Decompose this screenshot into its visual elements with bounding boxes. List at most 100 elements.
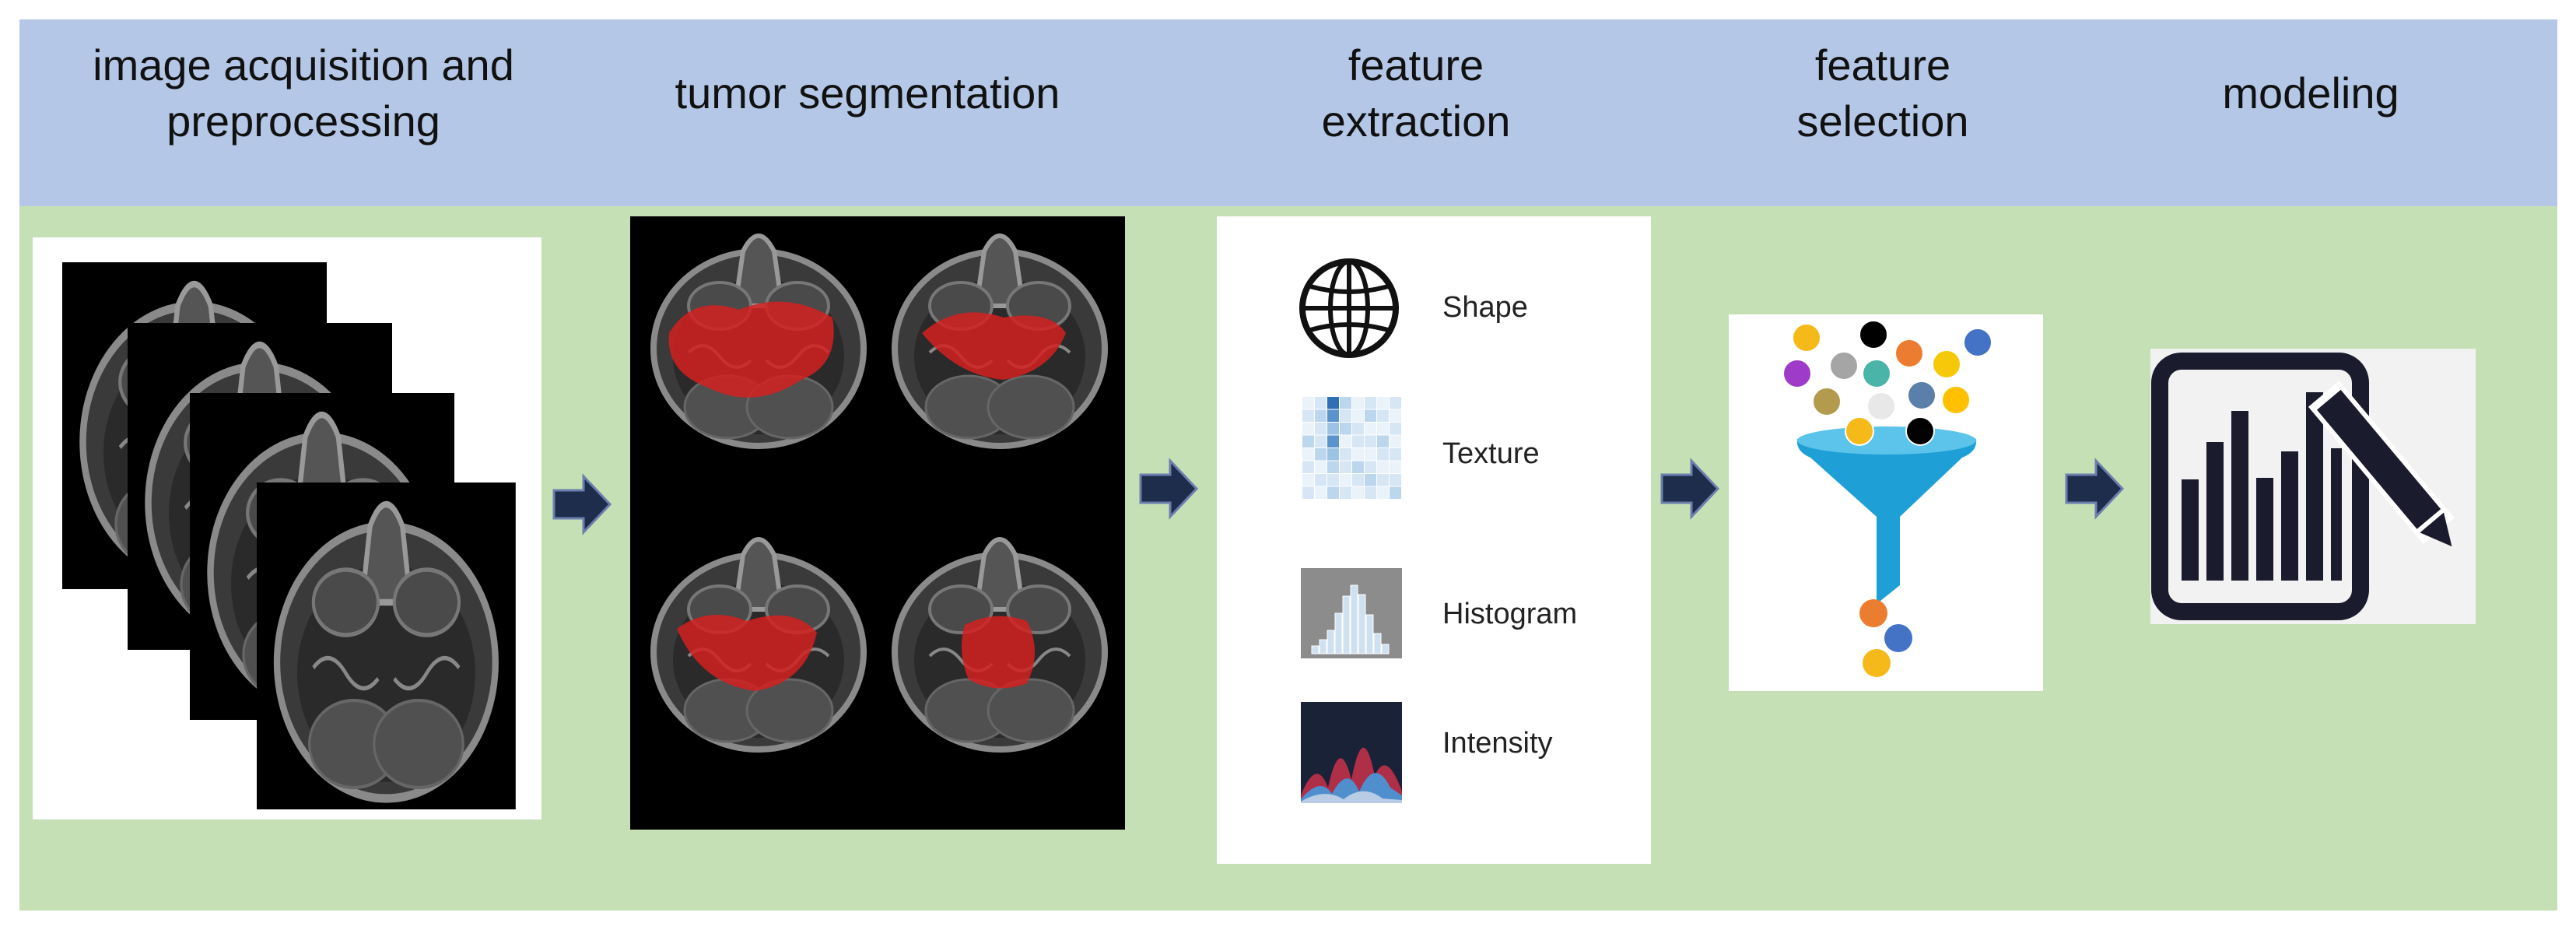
heatmap-cell xyxy=(1327,486,1339,499)
arrow-right-icon xyxy=(1139,458,1199,520)
feature-ball xyxy=(1894,339,1924,368)
heatmap-cell xyxy=(1390,474,1401,486)
mri-stack xyxy=(33,237,541,819)
feature-ball xyxy=(1782,359,1812,388)
heatmap-cell xyxy=(1315,435,1327,447)
heatmap-cell xyxy=(1340,435,1351,447)
heatmap-cell xyxy=(1365,435,1376,447)
heatmap-cell xyxy=(1315,397,1327,409)
heatmap-cell xyxy=(1352,461,1364,473)
arrow-right-icon xyxy=(2065,458,2125,520)
selected-feature-ball xyxy=(1884,624,1912,652)
heatmap-cell xyxy=(1377,474,1389,486)
heatmap-cell xyxy=(1315,474,1327,486)
heatmap-cell xyxy=(1352,423,1364,435)
selected-feature-ball xyxy=(1863,649,1891,677)
feature-ball xyxy=(1963,328,1992,357)
heatmap-cell xyxy=(1365,474,1376,486)
heatmap-cell xyxy=(1302,448,1314,461)
feature-ball xyxy=(1862,359,1891,388)
heatmap-cell xyxy=(1390,397,1401,409)
feature-ball xyxy=(1905,416,1935,446)
intensity-icon xyxy=(1301,702,1402,803)
heatmap-cell xyxy=(1315,423,1327,435)
heatmap-cell xyxy=(1302,409,1314,422)
selected-feature-ball xyxy=(1859,599,1887,627)
heatmap-cell xyxy=(1352,397,1364,409)
heatmap-cell xyxy=(1390,448,1401,461)
globe-icon xyxy=(1299,258,1399,358)
feature-ball xyxy=(1829,351,1859,381)
heatmap-cell xyxy=(1365,486,1376,499)
heatmap-cell xyxy=(1377,448,1389,461)
feature-ball xyxy=(1866,391,1896,421)
header-band xyxy=(19,19,2557,206)
heatmap-cell xyxy=(1390,435,1401,447)
heatmap-cell xyxy=(1340,409,1351,422)
tumor-mask xyxy=(962,616,1035,689)
heatmap-cell xyxy=(1340,461,1351,473)
tumor-mask xyxy=(922,312,1066,380)
feature-selection-panel xyxy=(1729,314,2043,691)
heatmap-cell xyxy=(1352,409,1364,422)
feature-ball xyxy=(1792,323,1821,353)
modeling-panel xyxy=(2150,349,2476,624)
heatmap-cell xyxy=(1327,409,1339,422)
heatmap-cell xyxy=(1315,486,1327,499)
heatmap-cell xyxy=(1365,461,1376,473)
heatmap-cell xyxy=(1327,435,1339,447)
step-title-selection: feature selection xyxy=(1796,40,1969,146)
heatmap-cell xyxy=(1390,486,1401,499)
acquisition-panel xyxy=(33,237,541,819)
heatmap-cell xyxy=(1365,397,1376,409)
heatmap-cell xyxy=(1377,435,1389,447)
funnel-icon xyxy=(1782,320,1992,677)
segmentation-panel xyxy=(630,216,1125,830)
heatmap-cell xyxy=(1315,448,1327,461)
feature-label-intensity: Intensity xyxy=(1442,727,1553,760)
heatmap-cell xyxy=(1340,448,1351,461)
heatmap-cell xyxy=(1377,423,1389,435)
heatmap-cell xyxy=(1302,461,1314,473)
heatmap-cell xyxy=(1340,474,1351,486)
heatmap-cell xyxy=(1315,409,1327,422)
heatmap-cell xyxy=(1340,486,1351,499)
feature-ball xyxy=(1845,416,1874,446)
feature-label-shape: Shape xyxy=(1442,291,1528,324)
step-title-acquisition: image acquisition and preprocessing xyxy=(93,40,514,146)
feature-ball xyxy=(1859,320,1888,349)
heatmap-cell xyxy=(1377,461,1389,473)
feature-ball xyxy=(1812,387,1842,416)
heatmap-cell xyxy=(1302,435,1314,447)
feature-ball xyxy=(1932,349,1961,379)
feature-label-texture: Texture xyxy=(1442,437,1540,470)
arrow-right-icon xyxy=(1660,458,1720,520)
heatmap-cell xyxy=(1390,423,1401,435)
feature-label-histogram: Histogram xyxy=(1442,598,1578,630)
arrow-right-icon xyxy=(552,473,612,535)
heatmap-cell xyxy=(1315,461,1327,473)
tumor-mask xyxy=(677,615,817,691)
heatmap-cell xyxy=(1377,486,1389,499)
feature-extraction-panel: Shape Texture Histogram Intensity xyxy=(1217,216,1651,864)
heatmap-cell xyxy=(1302,397,1314,409)
heatmap-cell xyxy=(1390,409,1401,422)
heatmap-cell xyxy=(1327,448,1339,461)
heatmap-cell xyxy=(1352,474,1364,486)
heatmap-icon xyxy=(1302,397,1401,499)
heatmap-cell xyxy=(1390,461,1401,473)
heatmap-cell xyxy=(1352,486,1364,499)
step-title-segmentation: tumor segmentation xyxy=(675,68,1060,118)
heatmap-cell xyxy=(1340,397,1351,409)
feature-ball xyxy=(1941,385,1971,415)
step-title-extraction: feature extraction xyxy=(1321,40,1511,146)
heatmap-cell xyxy=(1302,474,1314,486)
heatmap-cell xyxy=(1377,397,1389,409)
bar-chart-pencil-icon xyxy=(2151,353,2455,620)
heatmap-cell xyxy=(1365,423,1376,435)
heatmap-cell xyxy=(1352,435,1364,447)
heatmap-cell xyxy=(1365,409,1376,422)
heatmap-cell xyxy=(1302,486,1314,499)
heatmap-cell xyxy=(1327,474,1339,486)
heatmap-cell xyxy=(1327,397,1339,409)
